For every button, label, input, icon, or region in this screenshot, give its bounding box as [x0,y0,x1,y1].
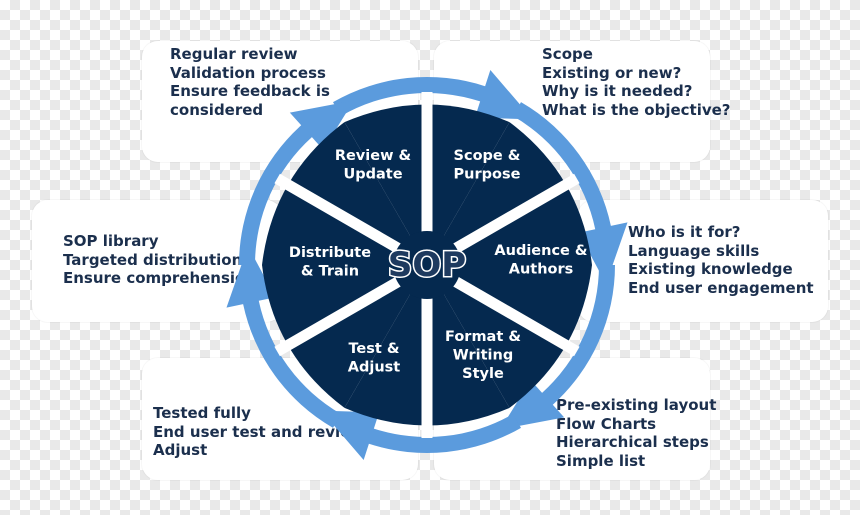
note-item: Regular review [170,45,298,63]
note-item: End user test and review [153,422,365,441]
segment-label-line: Purpose [454,167,521,183]
note-item: Who is it for? [628,223,741,241]
segment-label: Audience & Authors [494,243,588,278]
segment-label-line: Test & [348,341,399,357]
segment-label: Scope & Purpose [454,148,521,183]
note-item: Validation process [170,63,326,82]
note-item: What is the objective? [542,100,731,119]
segment-label: Distribute & Train [289,245,371,280]
cycle-arrow-5 [226,246,341,428]
wheel-segments [262,104,592,426]
center-label: SOP [388,245,466,285]
wheel-dividers [274,92,580,438]
note-item: Adjust [153,441,208,460]
note-item: Scope [542,45,593,63]
segment-label-line: Audience & [494,243,588,259]
note-item: Existing knowledge [628,260,793,279]
note-item: Targeted distribution [63,250,243,269]
segment-label-line: Update [343,167,402,183]
note-item: Language skills [628,241,760,260]
note-box-audience: Who is it for? Language skills Existing … [578,200,828,322]
note-item: Hierarchical steps [556,433,709,452]
note-item: Tested fully [153,404,251,422]
segment-audience-authors [427,122,592,266]
segment-label-line: Distribute [289,245,371,261]
note-item: Ensure comprehension [63,269,257,288]
segment-label-line: Review & [335,148,412,164]
segment-label-line: Format & [445,329,521,345]
segment-label-line: Adjust [348,360,401,376]
segment-review-update [262,122,427,266]
segment-label: Review & Update [335,148,412,183]
segment-label-line: & Train [301,264,359,280]
note-item: Simple list [556,451,646,470]
note-item: Flow Charts [556,414,657,433]
segment-format-writing-style [427,265,592,408]
cycle-arrow-1 [333,70,533,120]
center-disc [393,231,461,299]
note-item: Existing or new? [542,63,682,82]
cycle-arrow-4 [321,410,521,460]
note-item: Why is it needed? [542,82,693,101]
note-item: End user engagement [628,278,814,297]
segment-distribute-train [262,265,427,408]
note-item: Pre-existing layout [556,396,717,414]
segment-label-line: Authors [509,262,574,278]
note-item: SOP library [63,232,159,250]
segment-label-line: Writing [453,348,513,364]
note-item: considered [170,100,264,119]
note-item: Ensure feedback is [170,82,330,101]
cycle-arrow-2 [513,102,628,284]
segment-label: Test & Adjust [348,341,401,376]
segment-label-line: Style [462,366,504,382]
segment-label-line: Scope & [454,148,521,164]
